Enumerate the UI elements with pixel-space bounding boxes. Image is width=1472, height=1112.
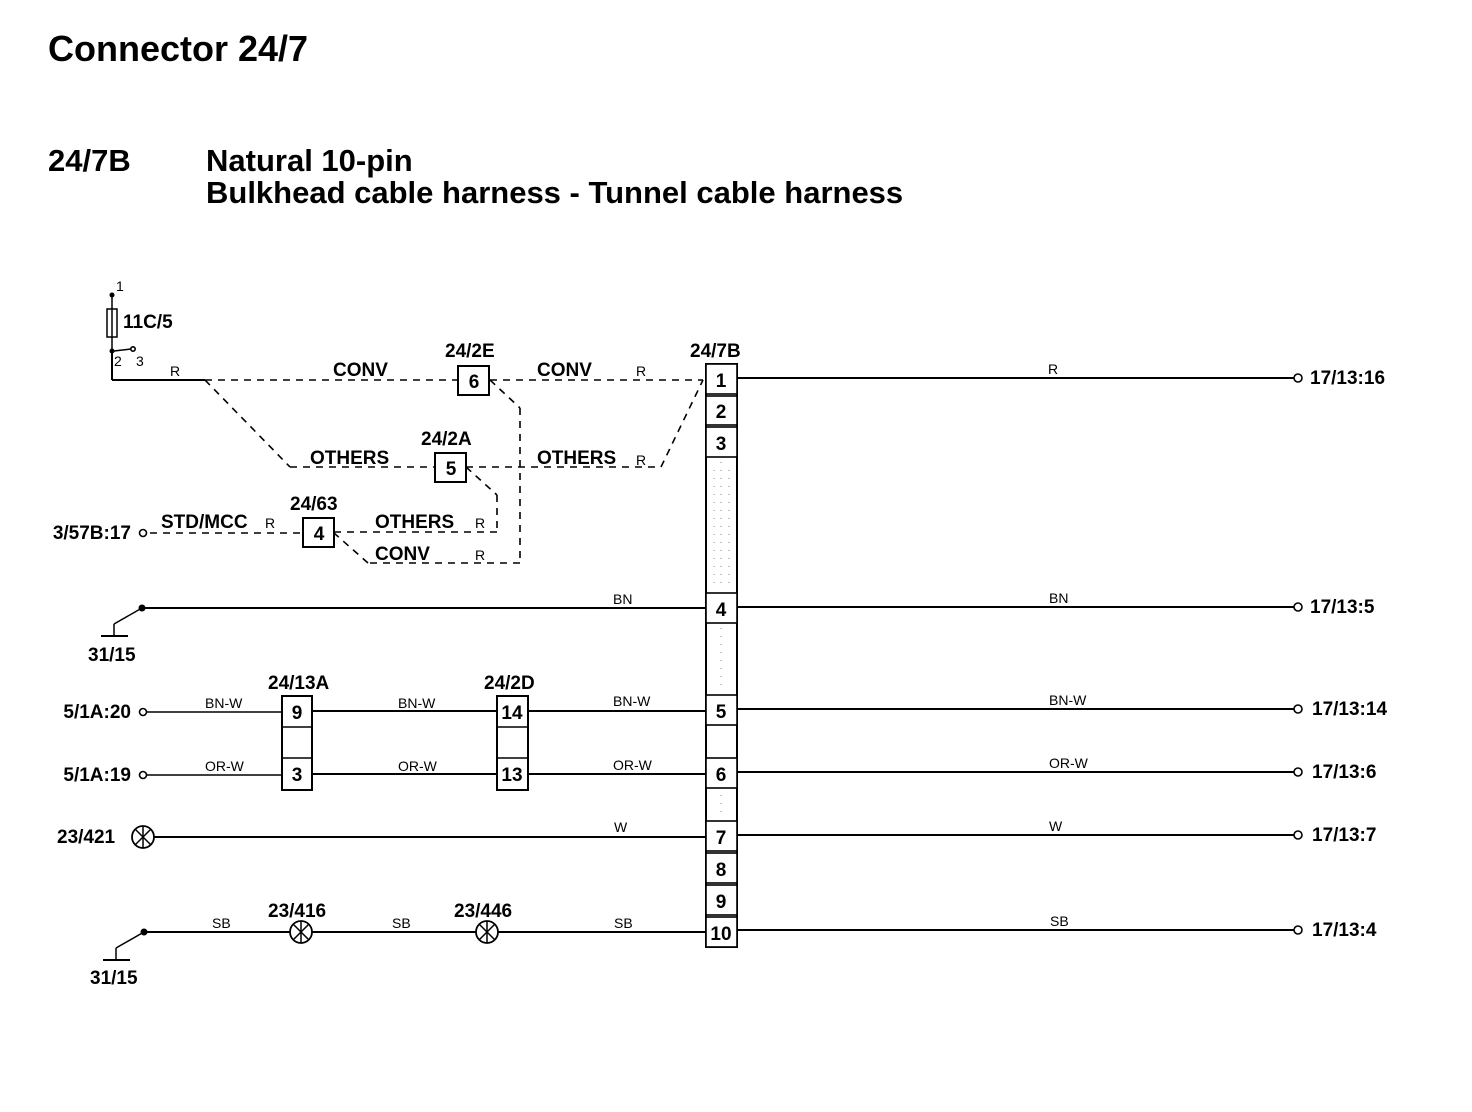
connector-24-2a: 5 24/2A bbox=[421, 429, 472, 483]
wire-color-r: R bbox=[475, 515, 485, 531]
wire-pin7: 23/421 W W 17/13:7 bbox=[57, 818, 1376, 849]
wire-color-bn: BN bbox=[613, 591, 632, 607]
connector-code: 24/7B bbox=[48, 143, 131, 178]
right-terminal-pin6: 17/13:6 bbox=[1312, 762, 1376, 783]
label-others-3: OTHERS bbox=[375, 512, 454, 533]
right-terminal-pin10: 17/13:4 bbox=[1312, 920, 1377, 941]
connector-label: 24/2A bbox=[421, 429, 472, 450]
connector-label: 24/2D bbox=[484, 673, 535, 694]
connector-pin: 5 bbox=[446, 459, 457, 480]
wire-color-r: R bbox=[636, 452, 646, 468]
lamp-label-23-446: 23/446 bbox=[454, 901, 512, 922]
label-std-mcc: STD/MCC bbox=[161, 512, 248, 533]
main-pin-3: 3 bbox=[716, 434, 727, 455]
connector-pin: 13 bbox=[501, 765, 522, 786]
fuse-pin-1: 1 bbox=[116, 278, 124, 294]
right-terminal-pin1: 17/13:16 bbox=[1310, 368, 1385, 389]
ground-label-2: 31/15 bbox=[90, 968, 138, 989]
main-connector-label: 24/7B bbox=[690, 341, 741, 362]
wire-pin6: 5/1A:19 OR-W OR-W OR-W OR-W 17/13:6 bbox=[63, 755, 1376, 786]
main-pin-9: 9 bbox=[716, 892, 727, 913]
right-terminal-pin5: 17/13:14 bbox=[1312, 699, 1387, 720]
variant-wiring: CONV CONV R OTHERS OTHERS R STD/MCC R OT… bbox=[150, 360, 704, 565]
wire-color-bn-w: BN-W bbox=[613, 693, 651, 709]
main-pin-7: 7 bbox=[716, 828, 727, 849]
wire-color-r: R bbox=[636, 363, 646, 379]
connector-blank-spaces bbox=[713, 462, 730, 815]
connector-24-2e: 6 24/2E bbox=[445, 341, 495, 396]
wire-color-bn: BN bbox=[1049, 590, 1068, 606]
wire-color-or-w: OR-W bbox=[398, 758, 438, 774]
wire-color-or-w: OR-W bbox=[1049, 755, 1089, 771]
wire-color-r: R bbox=[170, 363, 180, 379]
main-pin-10: 10 bbox=[710, 924, 731, 945]
main-pin-1: 1 bbox=[716, 371, 727, 392]
label-others-2: OTHERS bbox=[537, 448, 616, 469]
main-connector-24-7b: 24/7B 1 2 3 4 5 6 7 8 9 10 bbox=[690, 341, 741, 948]
wire-color-bn-w: BN-W bbox=[1049, 692, 1087, 708]
connector-harness: Bulkhead cable harness - Tunnel cable ha… bbox=[206, 175, 904, 210]
label-conv-1: CONV bbox=[333, 360, 388, 381]
wire-color-r: R bbox=[265, 515, 275, 531]
wire-color-sb: SB bbox=[614, 915, 633, 931]
lamp-icon bbox=[131, 825, 155, 849]
connector-label: 24/13A bbox=[268, 673, 330, 694]
connector-24-63: 4 24/63 bbox=[290, 494, 338, 548]
main-pin-2: 2 bbox=[716, 402, 727, 423]
page-title: Connector 24/7 bbox=[48, 28, 309, 69]
terminal-label: 3/57B:17 bbox=[53, 523, 131, 544]
wire-color-bn-w: BN-W bbox=[205, 695, 243, 711]
label-conv-2: CONV bbox=[537, 360, 592, 381]
connector-pin: 14 bbox=[501, 703, 523, 724]
connector-pin: 4 bbox=[314, 524, 325, 545]
wire-color-r: R bbox=[1048, 361, 1058, 377]
lamp-label-23-416: 23/416 bbox=[268, 901, 326, 922]
connector-description: Natural 10-pin bbox=[206, 143, 413, 178]
main-pin-6: 6 bbox=[716, 765, 727, 786]
connector-pin: 3 bbox=[292, 765, 303, 786]
connector-24-13a: 24/13A 9 3 bbox=[268, 673, 330, 791]
wire-pin1-right: R 17/13:16 bbox=[737, 361, 1385, 389]
wire-color-bn-w: BN-W bbox=[398, 695, 436, 711]
wire-color-w: W bbox=[1049, 818, 1063, 834]
wire-color-or-w: OR-W bbox=[205, 758, 245, 774]
fuse-label: 11C/5 bbox=[123, 312, 173, 333]
wire-color-w: W bbox=[614, 819, 628, 835]
terminal-label: 5/1A:19 bbox=[63, 765, 131, 786]
connector-label: 24/2E bbox=[445, 341, 495, 362]
main-pin-4: 4 bbox=[716, 600, 727, 621]
fuse-11c5: 1 11C/5 2 3 R bbox=[106, 278, 205, 381]
ground-label-1: 31/15 bbox=[88, 645, 136, 666]
connector-pin: 9 bbox=[292, 703, 303, 724]
wire-pin10: 31/15 SB 23/416 SB 23/446 SB SB 17/13:4 bbox=[90, 901, 1377, 989]
main-pin-8: 8 bbox=[716, 860, 727, 881]
lamp-icon bbox=[475, 920, 499, 944]
fuse-pin-3: 3 bbox=[136, 353, 144, 369]
terminal-3-57b-17: 3/57B:17 bbox=[53, 523, 148, 544]
main-pin-5: 5 bbox=[716, 702, 727, 723]
connector-label: 24/63 bbox=[290, 494, 338, 515]
connector-24-2d: 24/2D 14 13 bbox=[484, 673, 535, 791]
right-terminal-pin4: 17/13:5 bbox=[1310, 597, 1375, 618]
wire-color-or-w: OR-W bbox=[613, 757, 653, 773]
wire-pin4: 31/15 BN BN 17/13:5 bbox=[88, 590, 1375, 666]
wire-pin5: 5/1A:20 BN-W BN-W BN-W BN-W 17/13:14 bbox=[63, 692, 1387, 723]
wire-color-sb: SB bbox=[1050, 913, 1069, 929]
lamp-icon bbox=[289, 920, 313, 944]
connector-pin: 6 bbox=[469, 372, 480, 393]
right-terminal-pin7: 17/13:7 bbox=[1312, 825, 1376, 846]
terminal-label: 5/1A:20 bbox=[63, 702, 131, 723]
lamp-label-23-421: 23/421 bbox=[57, 827, 116, 848]
wire-color-r: R bbox=[475, 547, 485, 563]
label-conv-3: CONV bbox=[375, 544, 430, 565]
fuse-pin-2: 2 bbox=[114, 353, 122, 369]
label-others-1: OTHERS bbox=[310, 448, 389, 469]
wire-color-sb: SB bbox=[392, 915, 411, 931]
wire-color-sb: SB bbox=[212, 915, 231, 931]
